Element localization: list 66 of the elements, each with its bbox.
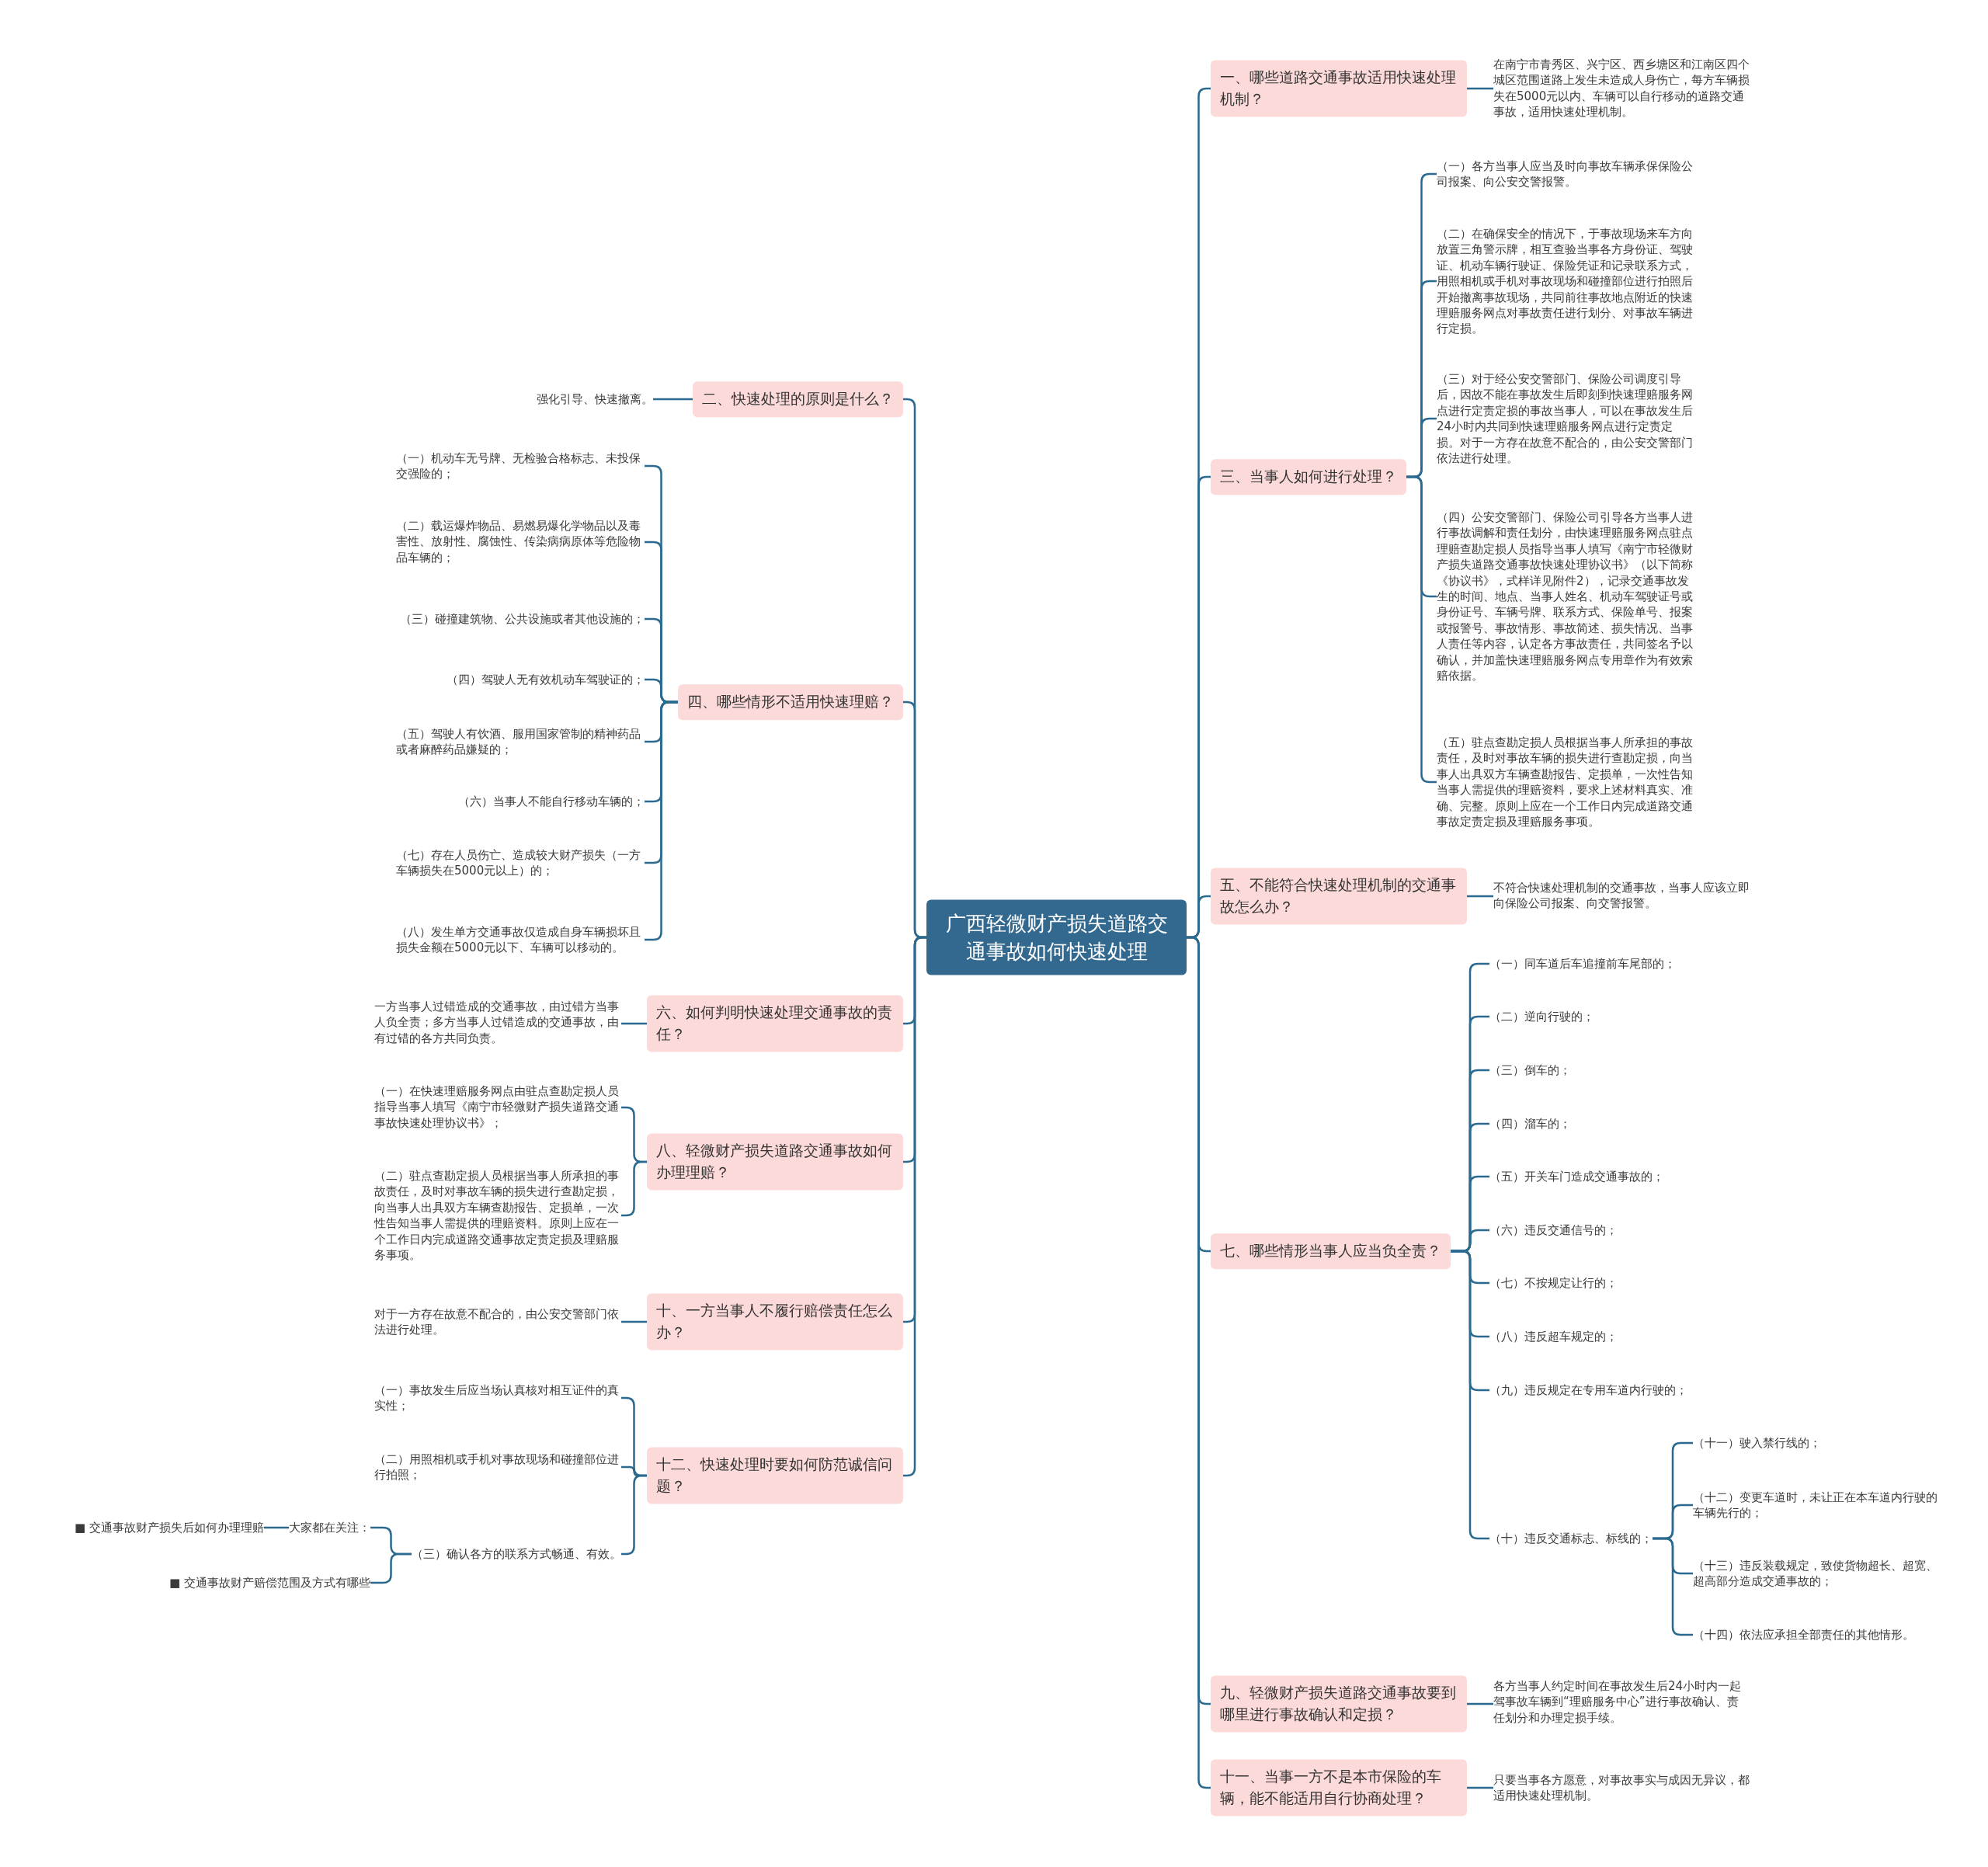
note-text: （八）发生单方交通事故仅造成自身车辆损坏且损失金额在5000元以下、车辆可以移动的。 bbox=[396, 923, 645, 956]
topic-box: 九、轻微财产损失道路交通事故要到哪里进行事故确认和定损？ bbox=[1211, 1675, 1467, 1733]
note-text: （一）同车道后车追撞前车尾部的； bbox=[1489, 955, 1676, 972]
topic-box: 十二、快速处理时要如何防范诚信问题？ bbox=[647, 1447, 903, 1504]
note-text: 只要当事各方愿意，对事故事实与成因无异议，都适用快速处理机制。 bbox=[1493, 1771, 1750, 1804]
note-text: （二）驻点查勘定损人员根据当事人所承担的事故责任，及时对事故车辆的损失进行查勘定损，向当事人出具双方车辆查勘报告、定损单，一次性告知当事人需提供的理赔资料。原则上应在一个工作日内完成道路交通事故定责定损及理赔服务事项。 bbox=[374, 1167, 621, 1264]
note-text: （五）驻点查勘定损人员根据当事人所承担的事故责任，及时对事故车辆的损失进行查勘定损，向当事人出具双方车辆查勘报告、定损单，一次性告知当事人需提供的理赔资料，要求上述材料真实、准确、完整。原则上应在一个工作日内完成道路交通事故定责定损及理赔服务事项。 bbox=[1437, 734, 1693, 830]
note-text: 不符合快速处理机制的交通事故，当事人应该立即向保险公司报案、向交警报警。 bbox=[1493, 879, 1750, 912]
note-text: （八）违反超车规定的； bbox=[1489, 1328, 1618, 1345]
connector-line bbox=[370, 1552, 412, 1584]
connector-line bbox=[1467, 87, 1493, 90]
note-text: （十二）变更车道时，未让正在本车道内行驶的车辆先行的； bbox=[1693, 1489, 1941, 1521]
note-text: （一）在快速理赔服务网点由驻点查勘定损人员指导当事人填写《南宁市轻微财产损失道路交通事故快速处理协议书》； bbox=[374, 1083, 621, 1132]
note-text: （三）对于经公安交警部门、保险公司调度引导后，因故不能在事故发生后即刻到快速理赔服务网点进行定责定损的事故当事人，可以在事故发生后24小时内共同到快速理赔服务网点进行定责定损。对于一方存在故意不配合的，由公安交警部门依法进行处理。 bbox=[1437, 370, 1693, 467]
connector-line bbox=[1451, 1250, 1489, 1540]
topic-box: 五、不能符合快速处理机制的交通事故怎么办？ bbox=[1211, 867, 1467, 925]
topic-box: 十、一方当事人不履行赔偿责任怎么办？ bbox=[647, 1293, 903, 1351]
central-topic-box: 广西轻微财产损失道路交通事故如何快速处理 bbox=[926, 899, 1187, 975]
connector-line bbox=[621, 1022, 647, 1025]
note-text: 大家都在关注： bbox=[289, 1519, 370, 1536]
note-text: （三）确认各方的联系方式畅通、有效。 bbox=[412, 1545, 621, 1563]
note-text: （十）违反交通标志、标线的； bbox=[1489, 1530, 1653, 1547]
topic-box: 八、轻微财产损失道路交通事故如何办理理赔？ bbox=[647, 1133, 903, 1191]
topic-box: 六、如何判明快速处理交通事故的责任？ bbox=[647, 995, 903, 1052]
note-text: （一）各方当事人应当及时向事故车辆承保保险公司报案、向公安交警报警。 bbox=[1437, 158, 1693, 190]
note-text: （一）机动车无号牌、无检验合格标志、未投保交强险的； bbox=[396, 450, 645, 482]
note-text: ■ 交通事故财产赔偿范围及方式有哪些 bbox=[169, 1574, 370, 1591]
note-text: 强化引导、快速撤离。 bbox=[537, 391, 653, 408]
connector-line bbox=[264, 1526, 289, 1529]
note-text: （四）公安交警部门、保险公司引导各方当事人进行事故调解和责任划分，由快速理赔服务网点驻点理赔查勘定损人员指导当事人填写《南宁市轻微财产损失道路交通事故快速处理协议书》（以下简称《协议书》，式样详见附件2），记录交通事故发生的时间、地点、当事人姓名、机动车驾驶证号或身份证号、车辆号牌、联系方式、保险单号、报案或报警号、事故情形、事故简述、损失情况、当事人责任等内容，认定各方事故责任，共同签名予以确认，并加盖快速理赔服务网点专用章作为有效索赔依据。 bbox=[1437, 509, 1693, 684]
note-text: （二）逆向行驶的； bbox=[1489, 1008, 1594, 1025]
note-text: 对于一方存在故意不配合的，由公安交警部门依法进行处理。 bbox=[374, 1306, 621, 1338]
note-text: （三）倒车的； bbox=[1489, 1062, 1571, 1079]
note-text: ■ 交通事故财产损失后如何办理理赔 bbox=[75, 1519, 264, 1536]
topic-box: 十一、当事一方不是本市保险的车辆，能不能适用自行协商处理？ bbox=[1211, 1759, 1467, 1817]
note-text: 在南宁市青秀区、兴宁区、西乡塘区和江南区四个城区范围道路上发生未造成人身伤亡，每方车辆损失在5000元以内、车辆可以自行移动的道路交通事故，适用快速处理机制。 bbox=[1493, 57, 1750, 120]
note-text: （五）开关车门造成交通事故的； bbox=[1489, 1168, 1664, 1185]
note-text: （十三）违反装载规定，致使货物超长、超宽、超高部分造成交通事故的； bbox=[1693, 1557, 1941, 1590]
note-text: （五）驾驶人有饮酒、服用国家管制的精神药品或者麻醉药品嫌疑的； bbox=[396, 725, 645, 758]
note-text: （四）驾驶人无有效机动车驾驶证的； bbox=[447, 671, 645, 688]
connector-line bbox=[1467, 895, 1493, 898]
note-text: （四）溜车的； bbox=[1489, 1115, 1571, 1132]
note-text: （一）事故发生后应当场认真核对相互证件的真实性； bbox=[374, 1382, 621, 1414]
note-text: （二）在确保安全的情况下，于事故现场来车方向放置三角警示牌，相互查验当事各方身份证、驾驶证、机动车辆行驶证、保险凭证和记录联系方式，用照相机或手机对事故现场和碰撞部位进行拍照后开始撤离事故现场，共同前往事故地点附近的快速理赔服务网点对事故责任进行划分、对事故车辆进行定损。 bbox=[1437, 225, 1693, 337]
connector-line bbox=[1467, 1702, 1493, 1705]
connector-line bbox=[621, 1160, 647, 1217]
topic-box: 二、快速处理的原则是什么？ bbox=[693, 381, 903, 417]
topic-box: 一、哪些道路交通事故适用快速处理机制？ bbox=[1211, 60, 1467, 117]
note-text: （七）不按规定让行的； bbox=[1489, 1274, 1618, 1292]
note-text: 各方当事人约定时间在事故发生后24小时内一起驾事故车辆到“理赔服务中心”进行事故确认、责任划分和办理定损手续。 bbox=[1493, 1678, 1750, 1726]
note-text: （二）用照相机或手机对事故现场和碰撞部位进行拍照； bbox=[374, 1451, 621, 1483]
topic-box: 七、哪些情形当事人应当负全责？ bbox=[1211, 1233, 1451, 1269]
note-text: （六）违反交通信号的； bbox=[1489, 1222, 1618, 1239]
topic-box: 四、哪些情形不适用快速理赔？ bbox=[678, 684, 903, 720]
connector-line bbox=[1467, 1786, 1493, 1789]
note-text: （九）违反规定在专用车道内行驶的； bbox=[1489, 1382, 1687, 1399]
connector-line bbox=[621, 1320, 647, 1323]
note-text: （十四）依法应承担全部责任的其他情形。 bbox=[1693, 1626, 1914, 1643]
note-text: 一方当事人过错造成的交通事故，由过错方当事人负全责；多方当事人过错造成的交通事故，由有过错的各方共同负责。 bbox=[374, 999, 621, 1047]
note-text: （二）载运爆炸物品、易燃易爆化学物品以及毒害性、放射性、腐蚀性、传染病病原体等危险物品车辆的； bbox=[396, 518, 645, 566]
connector-line bbox=[653, 398, 693, 401]
topic-box: 三、当事人如何进行处理？ bbox=[1211, 459, 1406, 495]
note-text: （十一）驶入禁行线的； bbox=[1693, 1434, 1821, 1452]
note-text: （三）碰撞建筑物、公共设施或者其他设施的； bbox=[400, 610, 645, 628]
note-text: （七）存在人员伤亡、造成较大财产损失（一方车辆损失在5000元以上）的； bbox=[396, 847, 645, 879]
note-text: （六）当事人不能自行移动车辆的； bbox=[458, 793, 645, 810]
